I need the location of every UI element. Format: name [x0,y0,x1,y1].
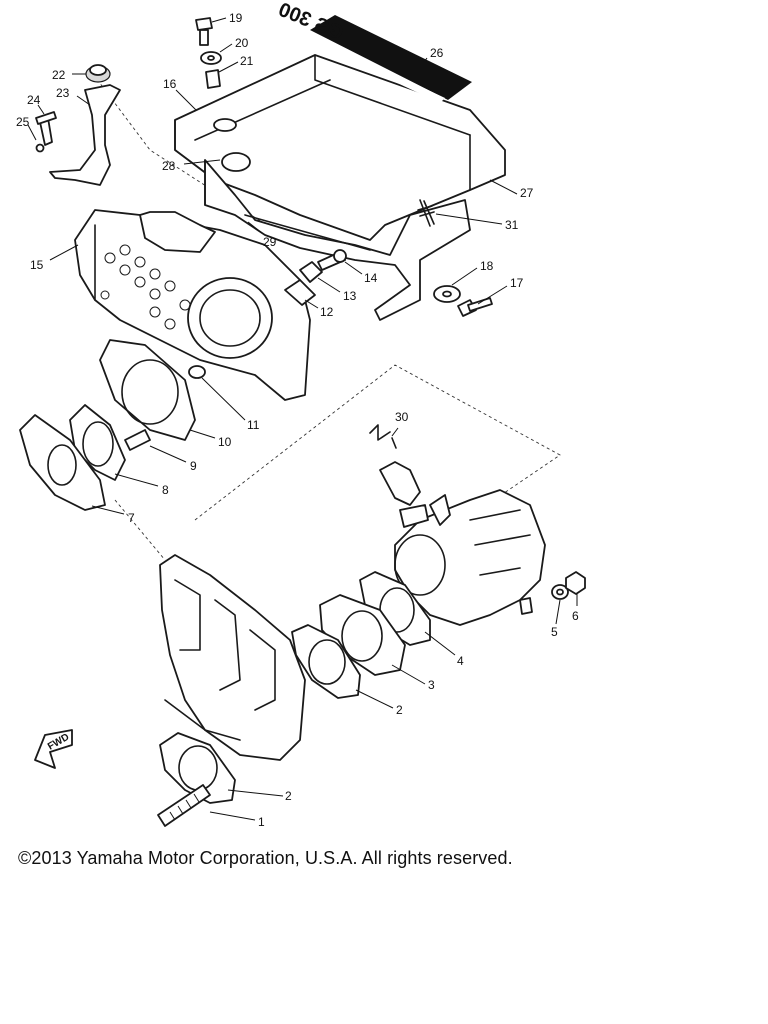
callout-13: 13 [343,289,357,303]
airbox-body [204,159,471,321]
callout-9: 9 [190,459,197,473]
callout-26: 26 [430,46,444,60]
callout-31: 31 [505,218,519,232]
spacer [188,365,206,379]
callout-11: 11 [247,418,260,432]
callout-4: 4 [457,654,464,668]
callout-14: 14 [364,271,378,285]
callout-30: 30 [395,410,409,424]
stud-bolt [157,784,211,827]
callout-29: 29 [263,235,277,249]
decal-label: GS 300 [275,0,346,45]
callout-16: 16 [163,77,177,91]
fwd-arrow-icon: FWD [34,729,73,769]
callout-5: 5 [551,625,558,639]
callout-2-lower: 2 [285,789,292,803]
carburetor [379,461,546,626]
airbox-cover [174,54,506,241]
clip [369,424,397,449]
small-hardware [284,199,493,317]
callout-19: 19 [229,11,243,25]
callouts: 1 2 2 3 4 5 6 7 8 9 10 11 12 13 14 15 16 [16,11,579,829]
carb-joint-gaskets [291,571,431,699]
callout-15: 15 [30,258,44,272]
nut-washer [551,571,586,600]
air-cleaner-case [74,209,311,401]
callout-28: 28 [162,159,176,173]
top-fasteners [195,17,222,89]
crankcase-section [159,554,306,761]
callout-27: 27 [520,186,534,200]
callout-12: 12 [320,305,334,319]
callout-24: 24 [27,93,41,107]
case-holes [100,244,191,330]
cover-plate [19,414,106,511]
callout-21: 21 [240,54,254,68]
callout-20: 20 [235,36,249,50]
callout-3: 3 [428,678,435,692]
callout-17: 17 [510,276,524,290]
callout-6: 6 [572,609,579,623]
gasket-10 [99,339,196,441]
callout-7: 7 [128,511,135,525]
callout-8: 8 [162,483,169,497]
exploded-parts-diagram: GS 300 [16,0,586,829]
callout-1: 1 [258,815,265,829]
callout-2-upper: 2 [396,703,403,717]
copyright-notice: ©2013 Yamaha Motor Corporation, U.S.A. A… [18,848,513,868]
callout-18: 18 [480,259,494,273]
callout-23: 23 [56,86,70,100]
mounting-bracket [35,64,121,186]
callout-10: 10 [218,435,232,449]
callout-22: 22 [52,68,66,82]
callout-25: 25 [16,115,30,129]
